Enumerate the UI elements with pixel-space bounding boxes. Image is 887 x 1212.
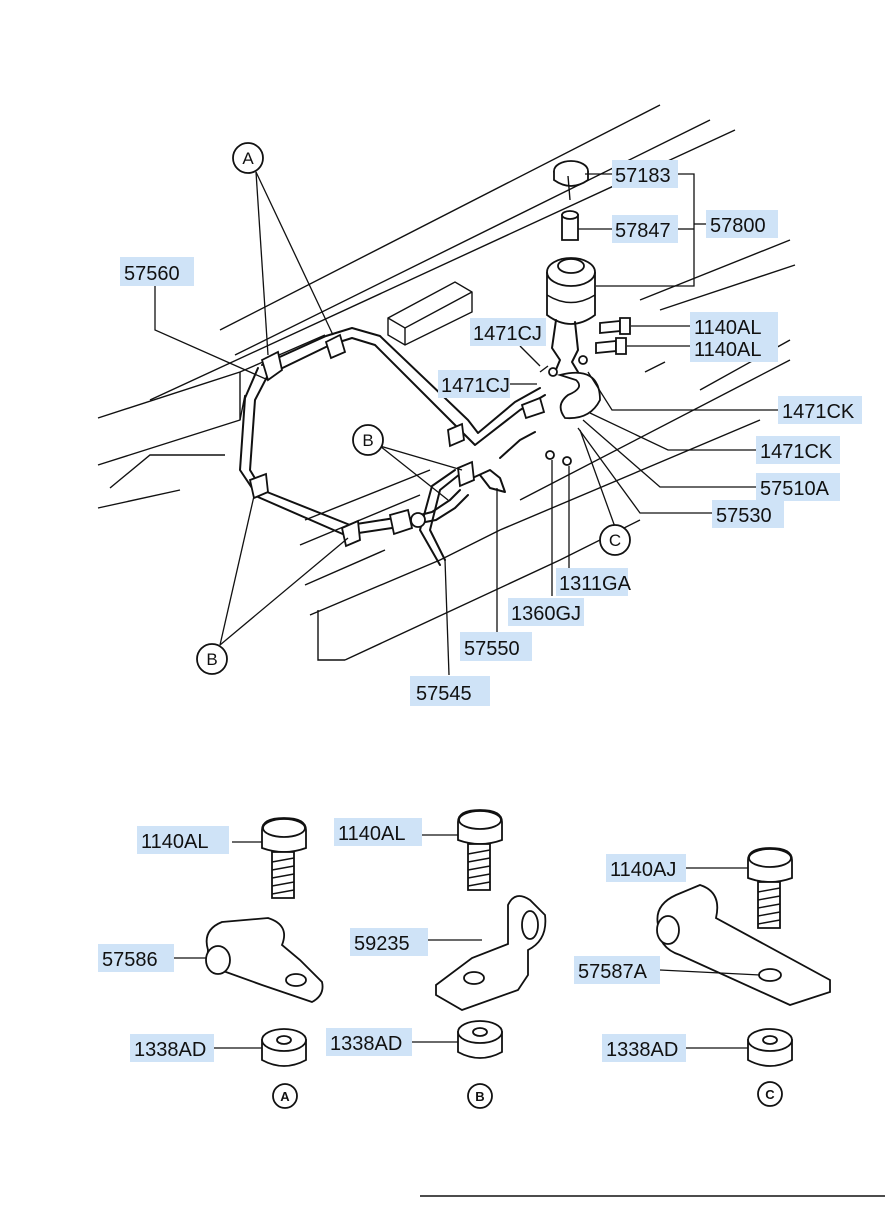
label-57183: 57183 — [612, 160, 678, 188]
label-57847: 57847 — [612, 215, 678, 243]
svg-text:57530: 57530 — [716, 505, 772, 527]
svg-text:1471CJ: 1471CJ — [473, 323, 542, 345]
svg-text:C: C — [609, 531, 621, 550]
svg-text:1471CJ: 1471CJ — [441, 375, 510, 397]
detail-c: 1140AJ 57587A 1338AD C — [574, 847, 831, 1107]
svg-text:1471CK: 1471CK — [782, 401, 855, 423]
bolt-icon — [457, 809, 503, 891]
clamp-bracket-icon — [205, 917, 324, 1003]
callout-a-top: A — [232, 142, 264, 174]
detail-b: 1140AL 59235 1338AD B — [326, 809, 547, 1109]
svg-text:1140AJ: 1140AJ — [610, 859, 676, 881]
flat-clamp-icon — [656, 884, 831, 1006]
svg-text:A: A — [242, 149, 254, 168]
svg-text:B: B — [206, 650, 217, 669]
svg-text:C: C — [765, 1087, 775, 1102]
label-1471cj-upper: 1471CJ — [470, 318, 546, 346]
callout-b-left: B — [196, 643, 228, 675]
svg-text:1140AL: 1140AL — [694, 339, 761, 361]
detail-a: 1140AL 57586 1338AD A — [98, 817, 324, 1109]
label-1471cj-lower: 1471CJ — [438, 370, 510, 398]
svg-text:1338AD: 1338AD — [134, 1039, 206, 1061]
callout-b-center: B — [352, 424, 384, 456]
svg-text:57800: 57800 — [710, 215, 766, 237]
svg-text:1140AL: 1140AL — [141, 831, 208, 853]
l-bracket-icon — [435, 895, 547, 1011]
svg-text:57586: 57586 — [102, 949, 158, 971]
svg-text:A: A — [280, 1089, 290, 1104]
svg-text:57183: 57183 — [615, 165, 671, 187]
label-57560: 57560 — [120, 257, 194, 286]
nut-icon — [747, 1028, 793, 1067]
svg-text:57847: 57847 — [615, 220, 671, 242]
label-57510a: 57510A — [756, 473, 840, 501]
bolt-icon — [747, 847, 793, 929]
label-57800: 57800 — [706, 210, 778, 238]
label-57550: 57550 — [460, 632, 532, 661]
svg-text:1311GA: 1311GA — [559, 573, 632, 595]
bolt-icon — [261, 817, 307, 899]
svg-text:57510A: 57510A — [760, 478, 830, 500]
leader-lines — [154, 171, 778, 676]
svg-text:1338AD: 1338AD — [330, 1033, 402, 1055]
washer-hose-assembly — [239, 327, 546, 566]
callout-c: C — [599, 524, 631, 556]
label-1471ck-upper: 1471CK — [778, 396, 862, 424]
label-57545: 57545 — [410, 676, 490, 706]
svg-text:57550: 57550 — [464, 638, 520, 660]
label-1471ck-lower: 1471CK — [756, 436, 840, 464]
svg-text:57560: 57560 — [124, 263, 180, 285]
svg-text:59235: 59235 — [354, 933, 410, 955]
svg-text:1471CK: 1471CK — [760, 441, 833, 463]
nut-icon — [457, 1020, 503, 1059]
svg-text:B: B — [475, 1089, 484, 1104]
nut-icon — [261, 1028, 307, 1067]
svg-text:1140AL: 1140AL — [338, 823, 405, 845]
label-1140al-lower: 1140AL — [690, 334, 778, 362]
washer-reservoir-assembly — [539, 160, 631, 466]
svg-text:57587A: 57587A — [578, 961, 648, 983]
svg-text:57545: 57545 — [416, 683, 472, 705]
svg-text:1140AL: 1140AL — [694, 317, 761, 339]
svg-text:B: B — [362, 431, 373, 450]
svg-text:1338AD: 1338AD — [606, 1039, 678, 1061]
label-1311ga: 1311GA — [556, 568, 632, 596]
label-1140al-upper: 1140AL — [690, 312, 778, 340]
svg-text:1360GJ: 1360GJ — [511, 603, 581, 625]
label-57530: 57530 — [712, 500, 784, 528]
label-1360gj: 1360GJ — [508, 598, 584, 626]
